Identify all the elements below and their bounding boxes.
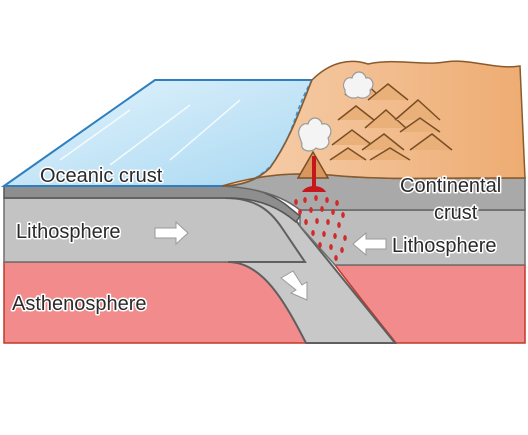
volcano-secondary [342, 71, 374, 99]
arrow-down-icon [280, 270, 308, 301]
label-continental-crust-line2: crust [434, 202, 478, 224]
label-oceanic-crust: Oceanic crust [40, 165, 163, 187]
ash-cloud-icon [342, 71, 374, 99]
label-lithosphere-right: Lithosphere [392, 235, 497, 257]
mountain-range [329, 78, 453, 161]
label-asthenosphere: Asthenosphere [12, 293, 147, 315]
label-continental-crust-line1: Continental [400, 175, 501, 197]
magma-conduit [302, 156, 326, 192]
arrow-right-icon [154, 220, 189, 246]
label-lithosphere-left: Lithosphere [16, 221, 121, 243]
arrow-left-icon [352, 231, 387, 257]
ocean-wave-lines [59, 99, 241, 166]
magma-droplets [294, 195, 347, 261]
ash-cloud-icon [298, 117, 332, 152]
